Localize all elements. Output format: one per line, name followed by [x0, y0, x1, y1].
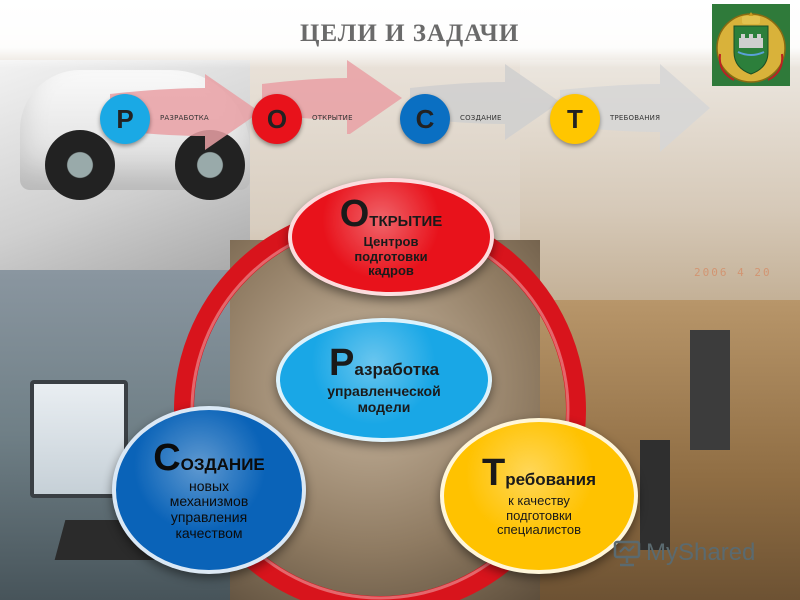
node-heading-rest: ребования: [505, 470, 597, 490]
node-body: к качеству подготовки специалистов: [497, 494, 581, 538]
step-letter-circle: О: [252, 94, 302, 144]
step-label: СОЗДАНИЕ: [460, 114, 502, 122]
step-letter-circle: Т: [550, 94, 600, 144]
photo-diagnostic-monitor: [30, 380, 128, 498]
node-initial: О: [339, 193, 370, 236]
roct-steps-flow: Р РАЗРАБОТКА О ОТКРЫТИЕ С СОЗДАНИЕ Т ТРЕ…: [0, 60, 800, 180]
node-body-line: управления: [170, 509, 248, 525]
node-body-line: качеством: [175, 524, 243, 541]
node-initial: Р: [328, 342, 355, 385]
myshared-watermark: MyShared: [612, 538, 755, 568]
photo-car-wheel: [45, 130, 115, 200]
node-heading: СОЗДАНИЕ: [153, 439, 265, 477]
node-sozdanie-mehanizmov: СОЗДАНИЕ новых механизмов управления кач…: [112, 406, 306, 574]
node-otkrytie-centrov: ОТКРЫТИЕ Центров подготовки кадров: [288, 178, 494, 296]
node-body-line: Центров: [363, 234, 419, 250]
step-label: ОТКРЫТИЕ: [312, 114, 353, 122]
title-bar: [0, 0, 800, 68]
step-letter-circle: Р: [100, 94, 150, 144]
step-arrow-shape: [110, 74, 260, 150]
node-body-line: модели: [357, 399, 411, 415]
node-body: управленческой модели: [327, 384, 440, 415]
node-heading: Разработка: [329, 344, 439, 382]
watermark-text: MyShared: [646, 539, 756, 566]
step-label: ТРЕБОВАНИЯ: [610, 114, 661, 122]
node-body-line: подготовки: [506, 507, 572, 523]
node-body-line: к качеству: [508, 493, 570, 509]
node-body: Центров подготовки кадров: [354, 235, 427, 279]
node-trebovaniya-kachestvu: Требования к качеству подготовки специал…: [440, 418, 638, 574]
step-arrow-icon: [110, 74, 260, 150]
slide-title: ЦЕЛИ И ЗАДАЧИ: [300, 20, 520, 47]
node-body-line: новых: [188, 477, 230, 494]
photo-datestamp: 2006 4 20: [694, 266, 772, 279]
node-razrabotka-modeli: Разработка управленческой модели: [276, 318, 492, 442]
node-body-line: подготовки: [354, 248, 428, 264]
node-body: новых механизмов управления качеством: [169, 477, 249, 542]
node-body-line: механизмов: [169, 493, 249, 510]
step-letter-circle: С: [400, 94, 450, 144]
step-arrow-icon: [560, 64, 710, 152]
step-letter: С: [415, 103, 435, 134]
node-body-line: специалистов: [497, 522, 581, 538]
node-body-line: управленческой: [327, 383, 441, 400]
photo-computer-monitor: [690, 330, 730, 450]
step-letter: Т: [567, 103, 583, 134]
node-heading: ОТКРЫТИЕ: [340, 195, 443, 233]
step-letter: Р: [116, 103, 134, 134]
step-label: РАЗРАБОТКА: [160, 114, 209, 122]
coat-of-arms-icon: [712, 4, 790, 86]
node-initial: Т: [481, 452, 506, 495]
node-body-line: кадров: [368, 263, 414, 279]
step-letter: О: [266, 103, 288, 134]
node-heading-rest: ОЗДАНИЕ: [180, 454, 265, 474]
node-heading: Требования: [482, 454, 596, 492]
step-arrow-shape: [560, 64, 710, 152]
node-initial: С: [153, 436, 181, 479]
node-heading-rest: ТКРЫТИЕ: [369, 213, 443, 231]
presentation-board-icon: [613, 540, 641, 567]
node-heading-rest: азработка: [354, 360, 440, 380]
photo-computer-monitor: [640, 440, 670, 550]
